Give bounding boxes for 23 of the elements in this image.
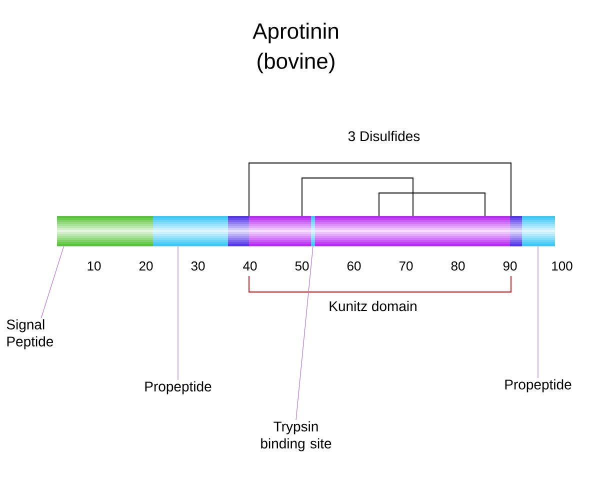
- bar-segment: [522, 216, 555, 246]
- tick-label: 50: [295, 261, 309, 271]
- title: Aprotinin (bovine): [252, 22, 338, 74]
- tick-label: 80: [451, 261, 465, 271]
- tick-label: 10: [88, 261, 101, 271]
- tick-label: 40: [243, 261, 257, 271]
- tick-label: 30: [191, 261, 205, 271]
- tick-label: 20: [139, 261, 153, 271]
- bracket-label: 3 Disulfides: [346, 130, 422, 142]
- leader-line: [40, 246, 64, 318]
- bar-segment: [153, 216, 228, 246]
- leader-line: [296, 246, 314, 420]
- bar-segment: [57, 216, 153, 246]
- callout-label: Propeptide: [505, 379, 572, 392]
- tick-label: 100: [552, 261, 572, 271]
- bracket-label: Kunitz domain: [328, 300, 418, 312]
- tick-label: 60: [347, 261, 361, 271]
- tick-label: 90: [503, 261, 517, 271]
- callout-label: Trypsin binding site: [261, 421, 332, 452]
- callout-label: Signal Peptide: [6, 319, 54, 350]
- bar-segment: [311, 216, 315, 246]
- callout-label: Propeptide: [145, 381, 212, 394]
- tick-label: 70: [399, 261, 413, 271]
